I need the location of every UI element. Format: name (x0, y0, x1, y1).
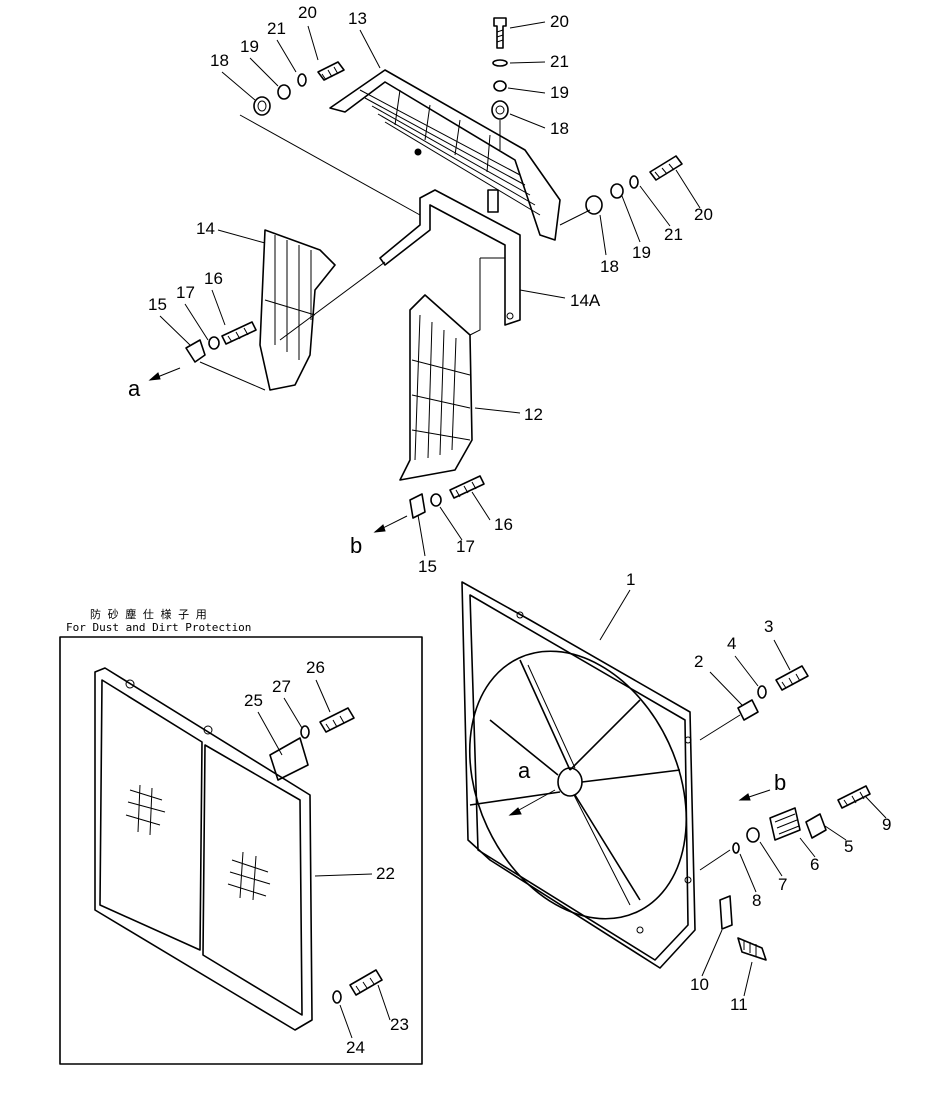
callout-19: 19 (632, 243, 651, 262)
callout-20: 20 (298, 3, 317, 22)
inset-frame (59, 636, 423, 1065)
hardware-lower-15-16-17 (409, 475, 485, 519)
callout-17: 17 (176, 283, 195, 302)
caption-japanese: 防 砂 塵 仕 様 子 用 (90, 607, 207, 621)
view-label-a: a (518, 758, 531, 783)
callout-15: 15 (418, 557, 437, 576)
leader-lines (199, 114, 591, 391)
callout-14: 14 (196, 219, 215, 238)
hardware-right (585, 155, 683, 215)
callout-14A: 14A (570, 291, 601, 310)
caption-english: For Dust and Dirt Protection (66, 621, 251, 634)
callout-26: 26 (306, 658, 325, 677)
callout-16: 16 (494, 515, 513, 534)
inset-caption: 防 砂 塵 仕 様 子 用 For Dust and Dirt Protecti… (66, 607, 251, 634)
hardware-left-15-16-17 (185, 321, 257, 363)
callout-18: 18 (550, 119, 569, 138)
callout-7: 7 (778, 875, 787, 894)
callout-27: 27 (272, 677, 291, 696)
callout-18: 18 (600, 257, 619, 276)
callout-21: 21 (664, 225, 683, 244)
view-arrows (148, 367, 771, 816)
callout-20: 20 (694, 205, 713, 224)
view-label-a: a (128, 376, 141, 401)
callout-25: 25 (244, 691, 263, 710)
hardware-shroud-right (699, 665, 871, 961)
callout-16: 16 (204, 269, 223, 288)
callout-21: 21 (267, 19, 286, 38)
callout-23: 23 (390, 1015, 409, 1034)
callout-12: 12 (524, 405, 543, 424)
callout-9: 9 (882, 815, 891, 834)
callout-20: 20 (550, 12, 569, 31)
part-22-screen (94, 667, 383, 1031)
callout-24: 24 (346, 1038, 365, 1057)
callout-5: 5 (844, 837, 853, 856)
callout-4: 4 (727, 634, 736, 653)
part-14A-bracket (379, 189, 521, 326)
callout-11: 11 (730, 995, 748, 1014)
callout-labels: 20 21 19 18 13 20 21 19 18 18 19 21 20 1… (128, 3, 891, 1057)
callout-18: 18 (210, 51, 229, 70)
callout-1: 1 (626, 570, 635, 589)
callout-6: 6 (810, 855, 819, 874)
part-12-lower-guard (399, 294, 473, 481)
hardware-top-left (253, 61, 345, 116)
callout-8: 8 (752, 891, 761, 910)
part-14-left-guard (259, 229, 336, 391)
callout-2: 2 (694, 652, 703, 671)
callout-21: 21 (550, 52, 569, 71)
part-13-upper-guard (329, 69, 561, 241)
callout-3: 3 (764, 617, 773, 636)
callout-22: 22 (376, 864, 395, 883)
view-label-b: b (774, 770, 786, 795)
callout-13: 13 (348, 9, 367, 28)
hardware-top-stack (491, 17, 509, 120)
callout-10: 10 (690, 975, 709, 994)
view-label-b: b (350, 533, 362, 558)
callout-19: 19 (550, 83, 569, 102)
callout-19: 19 (240, 37, 259, 56)
callout-leaders (159, 21, 887, 1039)
callout-15: 15 (148, 295, 167, 314)
part-1-fan-shroud (461, 581, 696, 969)
callout-17: 17 (456, 537, 475, 556)
